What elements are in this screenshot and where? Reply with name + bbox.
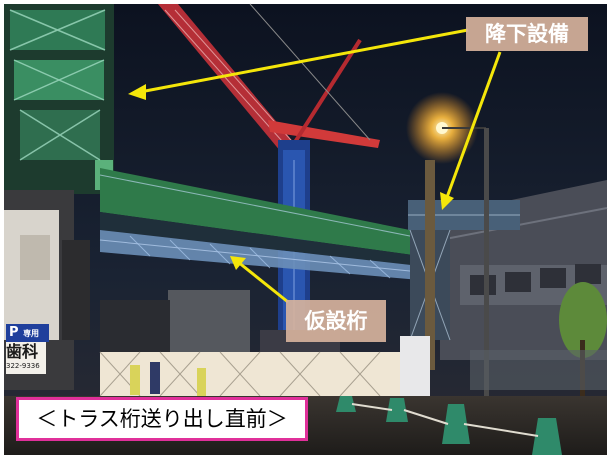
street-lamp [406,92,489,408]
workers [130,362,206,396]
arrow-heads [128,84,454,270]
photo-caption: ＜トラス桁送り出し直前＞ [16,397,308,441]
low-building [100,300,170,360]
temporary-girder-bridge [99,168,421,280]
mid-building [168,290,250,360]
parking-sign: P 専用 [6,324,49,342]
clinic-sign-phone: 322-9336 [6,362,40,370]
temporary-girder-label: 仮設桁 [286,300,386,342]
parking-sign-letter: P [9,325,19,340]
clinic-sign-name: 歯科 [6,342,39,361]
descent-equipment-structure [4,4,114,194]
green-barricades [336,396,562,455]
clinic-sign: 歯科 322-9336 [6,342,46,374]
parking-sign-sub: 専用 [23,329,40,338]
descent-equipment-label: 降下設備 [466,17,588,51]
arrows [139,28,502,304]
barricade-bars [351,403,539,437]
